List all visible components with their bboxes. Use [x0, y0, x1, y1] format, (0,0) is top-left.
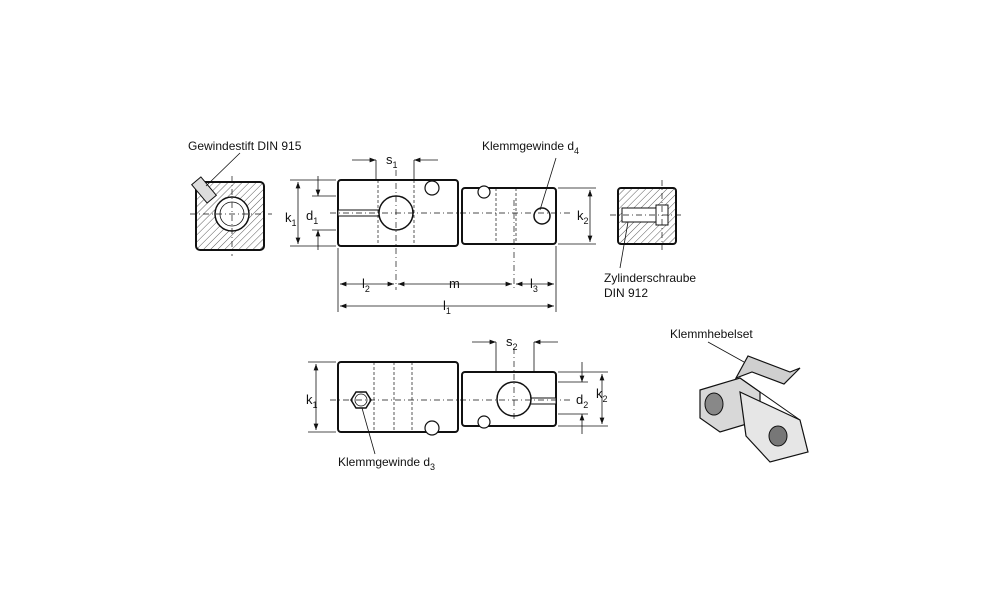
- clamp-thread-d4-label: Klemmgewinde d4: [482, 139, 579, 156]
- dim-d2: d2: [576, 392, 588, 410]
- dim-l1: l1: [443, 298, 451, 316]
- cap-screw-label-line2: DIN 912: [604, 286, 648, 300]
- lever-set-label: Klemmhebelset: [670, 327, 753, 341]
- dim-s2: s2: [506, 334, 518, 352]
- section-view-right: [610, 180, 684, 269]
- set-screw-label: Gewindestift DIN 915: [188, 139, 302, 153]
- dim-m: m: [449, 276, 460, 291]
- dim-k2: k2: [577, 208, 589, 226]
- clamp-thread-d3-label: Klemmgewinde d3: [338, 455, 435, 472]
- dim-s1: s1: [386, 152, 398, 170]
- dim-k1: k1: [285, 210, 297, 228]
- isometric-clamp-lever-set: [699, 341, 809, 463]
- cap-screw-label-line1: Zylinderschraube: [604, 271, 696, 285]
- bottom-assembly-view: [308, 339, 608, 455]
- section-view-left: [190, 152, 272, 256]
- dim-k2-bottom: k2: [596, 386, 608, 404]
- dim-k1-bottom: k1: [306, 392, 318, 410]
- dim-l3: l3: [530, 276, 538, 294]
- top-assembly-view: [330, 157, 570, 290]
- dim-l2: l2: [362, 276, 370, 294]
- top-dimensions: [290, 157, 596, 312]
- dim-d1: d1: [306, 208, 318, 226]
